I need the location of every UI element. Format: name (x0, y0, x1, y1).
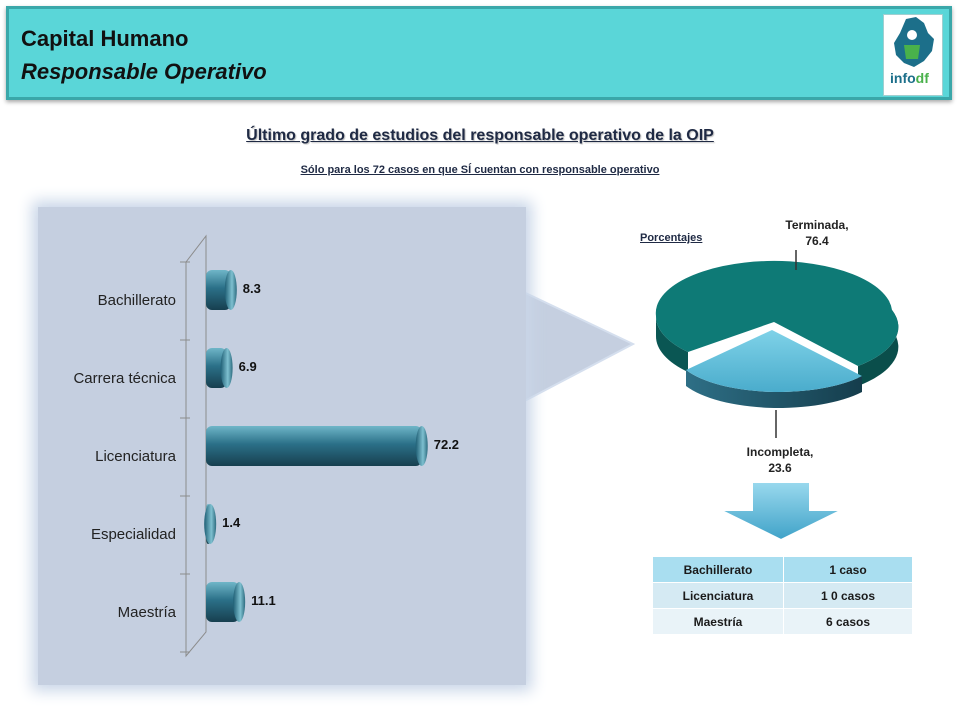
bar-value-label: 8.3 (242, 281, 261, 296)
pie-slice-terminada-side-right (858, 310, 899, 386)
chart-subtitle: Sólo para los 72 casos en que SÍ cuentan… (300, 164, 660, 176)
table-row: Bachillerato 1 caso (652, 556, 913, 583)
pie-slice-terminada-side (655, 316, 688, 372)
table-cell: 1 caso (783, 556, 913, 583)
pie-slice-incompleta (686, 330, 862, 392)
table-cell: 6 casos (783, 608, 913, 635)
bar-body (206, 270, 231, 310)
callout-pointer (515, 288, 636, 408)
table-cell: Maestría (652, 608, 784, 635)
header-title: Capital Humano (21, 26, 189, 51)
bar-body (206, 582, 240, 622)
bar-body (206, 426, 422, 466)
bar-value-label: 72.2 (433, 437, 460, 452)
bar (206, 348, 233, 388)
bar-cap (204, 504, 217, 544)
logo-text: infodf (890, 70, 929, 86)
pie-slice-incompleta-side (686, 370, 862, 408)
down-arrow-icon (719, 481, 843, 542)
pie-label-terminada: Terminada, 76.4 (785, 218, 849, 248)
bar (206, 582, 246, 622)
table-row: Licenciatura 1 0 casos (652, 582, 913, 609)
pie-label-incompleta: Incompleta, 23.6 (746, 445, 814, 475)
bar (206, 270, 237, 310)
header-subtitle: Responsable Operativo (21, 59, 267, 84)
chart-main-title: Último grado de estudios del responsable… (246, 127, 714, 144)
table-cell: 1 0 casos (783, 582, 913, 609)
bar-cap (233, 582, 246, 622)
cases-table: Bachillerato 1 caso Licenciatura 1 0 cas… (652, 556, 913, 635)
pie-slice-terminada (655, 260, 899, 366)
bar-category-label: Especialidad (90, 526, 176, 543)
bar-cap (224, 270, 237, 310)
bar-category-label: Carrera técnica (73, 370, 176, 387)
bar-cap (220, 348, 233, 388)
y-axis (185, 234, 207, 658)
bar (206, 426, 428, 466)
infodf-logo: infodf (883, 14, 943, 96)
bar (204, 504, 217, 544)
bar-value-label: 1.4 (222, 515, 241, 530)
map-silhouette-icon (894, 17, 934, 67)
bar-value-label: 6.9 (238, 359, 257, 374)
table-row: Maestría 6 casos (652, 608, 913, 635)
bar-value-label: 11.1 (251, 593, 276, 608)
table-cell: Bachillerato (652, 556, 784, 583)
table-cell: Licenciatura (652, 582, 784, 609)
pie-title: Porcentajes (640, 232, 703, 244)
header-banner: Capital Humano Responsable Operativo inf… (6, 6, 952, 100)
bar-category-label: Licenciatura (95, 448, 176, 465)
bar-category-label: Bachillerato (97, 292, 176, 309)
bar-cap (415, 426, 428, 466)
bar-category-label: Maestría (117, 604, 176, 621)
